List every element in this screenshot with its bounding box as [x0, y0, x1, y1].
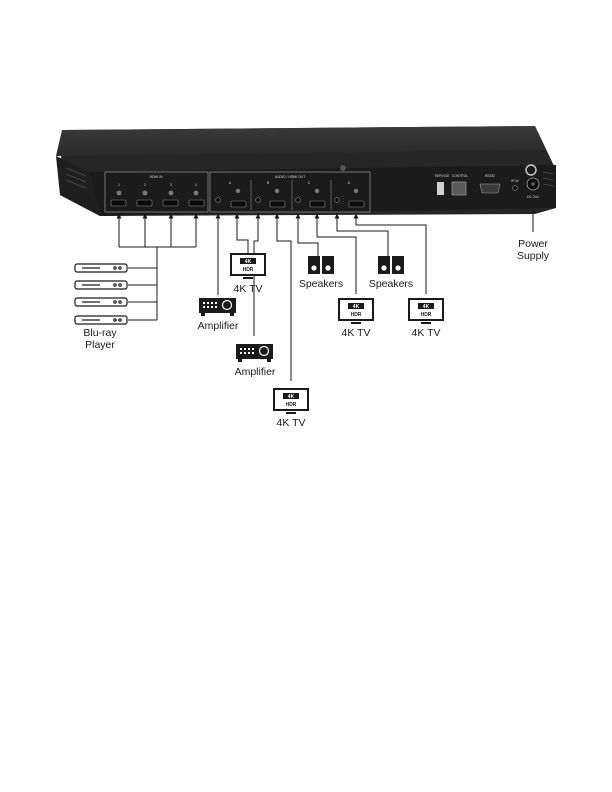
rs232-label: RS232 [485, 174, 495, 178]
tv-a-label: 4K TV [233, 283, 263, 295]
tv-b-label: 4K TV [276, 417, 306, 429]
amplifier-label-1: Amplifier [197, 320, 239, 332]
tv-badge-4k: 4K [245, 259, 252, 265]
speakers-icon [378, 256, 404, 274]
audio-out-c[interactable] [295, 197, 301, 203]
ir-port[interactable] [512, 185, 518, 191]
audio-out-d[interactable] [334, 197, 340, 203]
out-zone-label-c: C [308, 181, 311, 185]
out-zone-label-a: A [229, 181, 232, 185]
usb-service-port[interactable] [437, 182, 444, 195]
speakers-label-d: Speakers [368, 278, 414, 290]
tv-b-icon: 4K HDR [273, 388, 309, 414]
hdmi-in-panel [104, 171, 209, 213]
vent-slots [65, 167, 554, 189]
out-zone-label-d: D [348, 181, 351, 185]
tv-badge-4k: 4K [353, 304, 360, 310]
out-zone-label-b: B [267, 181, 270, 185]
in-port-label-1: 1 [118, 183, 120, 187]
service-label: SERVICE [435, 174, 451, 178]
speakers-icon [308, 256, 334, 274]
hdmi-in-port-4[interactable] [188, 199, 205, 207]
in-port-label-3: 3 [170, 183, 172, 187]
bluray-player-icon [74, 263, 128, 273]
amplifier-icon [199, 298, 236, 316]
hdmi-in-port-1[interactable] [110, 199, 127, 207]
hdmi-in-port-2[interactable] [136, 199, 153, 207]
tv-badge-hdr: HDR [286, 402, 297, 408]
audio-out-b[interactable] [255, 197, 261, 203]
tv-badge-4k: 4K [423, 304, 430, 310]
tv-c-icon: 4K HDR [338, 298, 374, 324]
tv-c-label: 4K TV [341, 327, 371, 339]
in-port-label-2: 2 [144, 183, 146, 187]
hdmi-out-port-b[interactable] [269, 200, 286, 208]
hdmi-in-port-3[interactable] [162, 199, 179, 207]
connector-lines [116, 203, 536, 381]
tv-badge-hdr: HDR [351, 312, 362, 318]
tv-badge-hdr: HDR [243, 267, 254, 273]
hdmi-out-port-d[interactable] [348, 200, 365, 208]
ethernet-control-port[interactable] [451, 181, 467, 196]
in-port-label-4: 4 [195, 183, 197, 187]
bluray-player-label: Blu-ray Player [83, 327, 117, 351]
speakers-label-c: Speakers [298, 278, 344, 290]
bluray-player-icon [74, 315, 128, 325]
tv-d-label: 4K TV [411, 327, 441, 339]
tv-badge-hdr: HDR [421, 312, 432, 318]
bluray-players [74, 263, 128, 325]
hdmi-out-port-a[interactable] [230, 200, 247, 208]
tv-a-icon: 4K HDR [230, 253, 266, 279]
tv-d-icon: 4K HDR [408, 298, 444, 324]
power-supply-label: Power Supply [516, 238, 550, 262]
control-label: CONTROL [452, 174, 469, 178]
audio-hdmi-out-label: AUDIO / HDMI OUT [275, 175, 305, 179]
bluray-player-icon [74, 297, 128, 307]
hdmi-out-port-c[interactable] [309, 200, 326, 208]
ir-w-label: IR W [511, 179, 519, 183]
audio-out-a[interactable] [215, 197, 221, 203]
rs232-port[interactable] [479, 183, 501, 194]
bluray-player-icon [74, 280, 128, 290]
matrix-switcher-device: HDMI IN AUDIO / HDMI OUT 1 2 3 4 A B C D… [56, 126, 556, 216]
dc-24v-label: DC 24V [527, 195, 540, 199]
hdmi-in-label: HDMI IN [150, 175, 164, 179]
amplifier-label-2: Amplifier [234, 366, 276, 378]
hdmi-out-panel [209, 171, 371, 213]
amplifier-icon [236, 344, 273, 362]
tv-badge-4k: 4K [288, 394, 295, 400]
